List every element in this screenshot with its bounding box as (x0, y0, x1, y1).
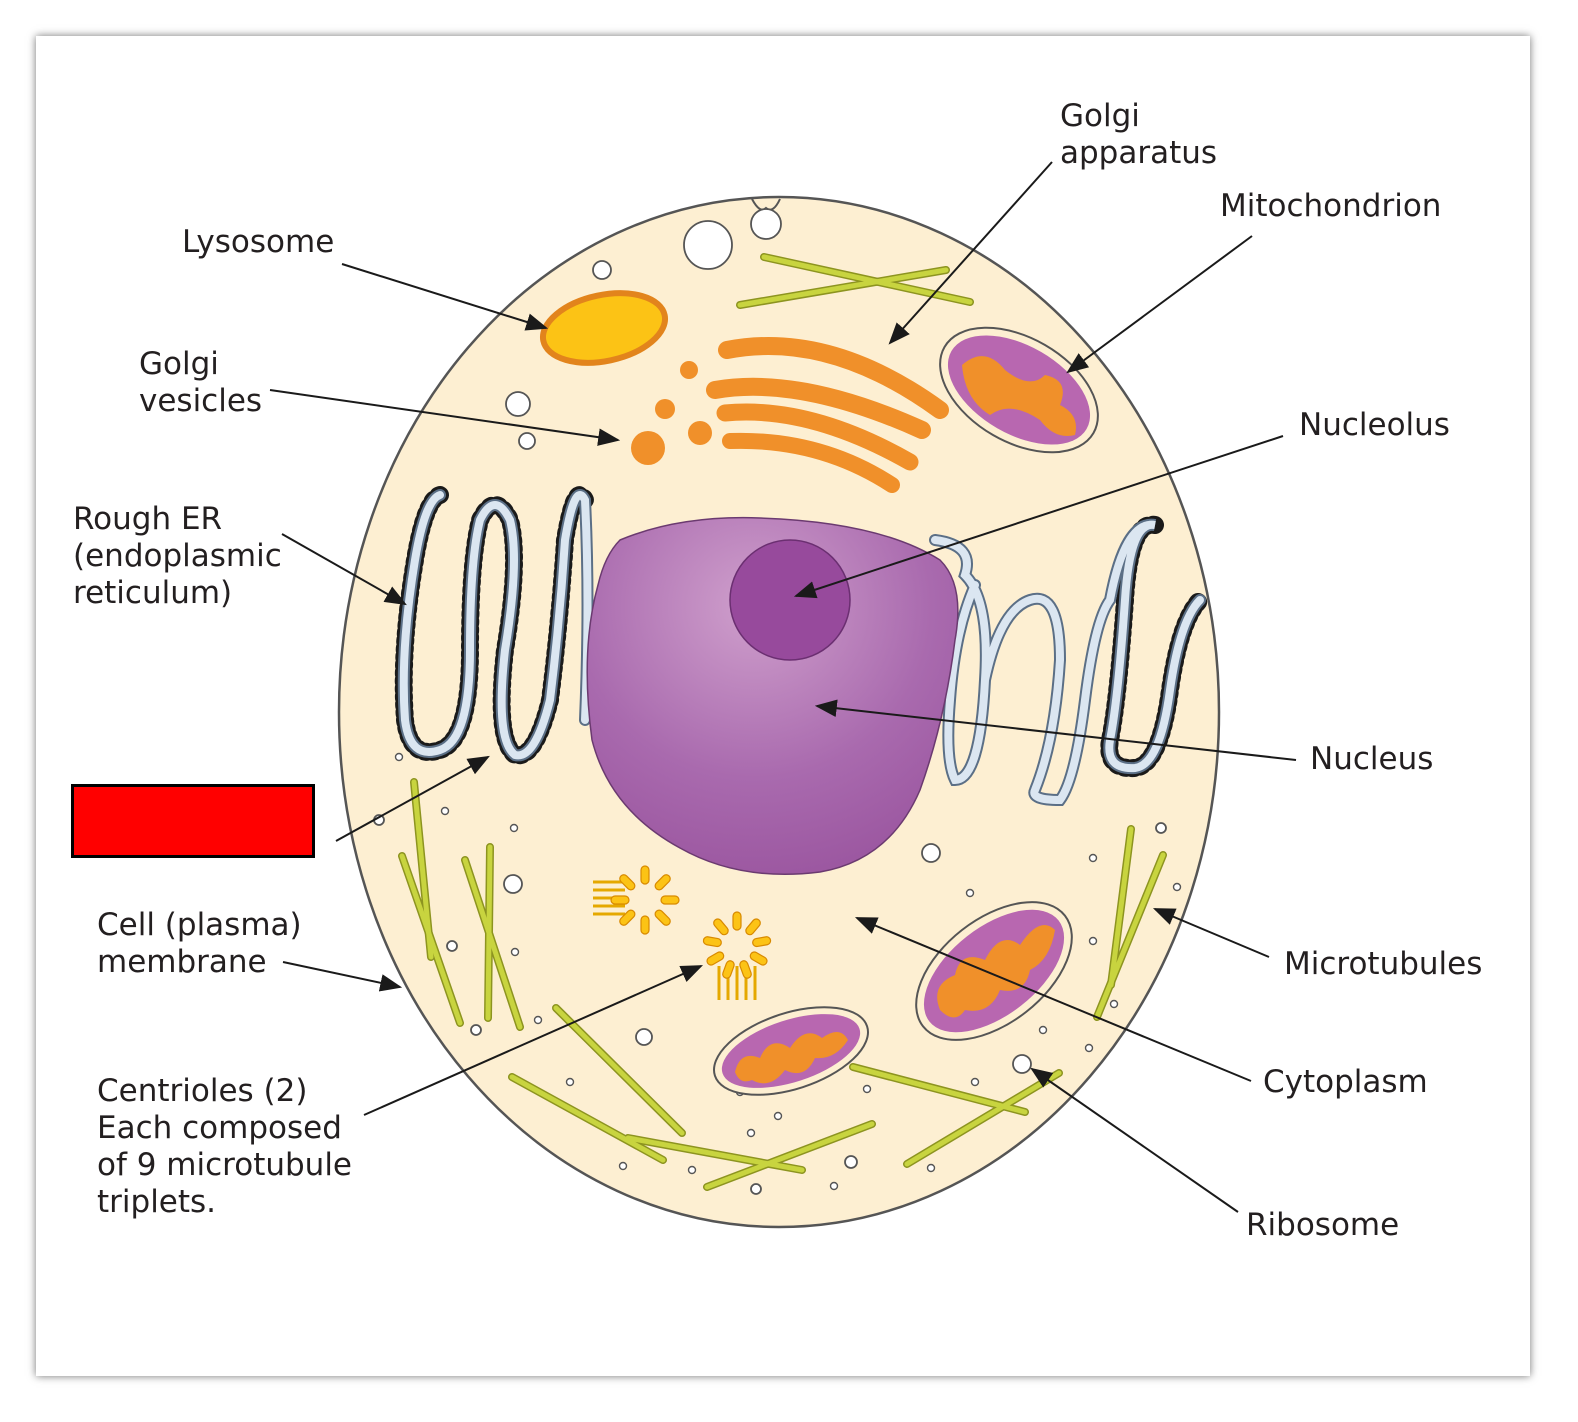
redacted-label-box (71, 784, 315, 858)
label-lysosome: Lysosome (182, 224, 335, 260)
label-mitochondrion: Mitochondrion (1220, 188, 1442, 224)
label-cytoplasm: Cytoplasm (1263, 1064, 1428, 1100)
label-nucleolus: Nucleolus (1299, 407, 1450, 443)
leader-lines (269, 161, 1297, 1213)
nucleus (586, 516, 959, 876)
leader-cytoplasm (854, 917, 1252, 1082)
golgi-apparatus (706, 337, 949, 493)
leader-mitochondrion (1066, 235, 1253, 374)
label-microtubules: Microtubules (1284, 946, 1483, 982)
membrane-invagination (751, 198, 781, 211)
leader-golgi-apparatus (888, 161, 1053, 345)
centriole-right (702, 911, 772, 1000)
centriole-left (593, 865, 680, 935)
lysosome (539, 290, 669, 366)
leader-microtubules (1152, 908, 1270, 958)
rough-er-left (394, 486, 594, 765)
nucleolus (729, 539, 851, 661)
golgi-vesicles (631, 361, 712, 465)
label-rough-er: Rough ER (endoplasmic reticulum) (73, 501, 282, 611)
microtubules-fill (399, 254, 1166, 1190)
rough-er-right (929, 515, 1209, 807)
label-nucleus: Nucleus (1310, 741, 1434, 777)
leader-lysosome (341, 263, 549, 331)
mitochondrion-right (915, 901, 1073, 1041)
label-cell-membrane: Cell (plasma) membrane (97, 907, 302, 980)
leader-rough-er (281, 533, 407, 606)
mitochondrion-top (939, 326, 1099, 454)
leader-nucleus (814, 699, 1297, 761)
label-golgi-apparatus: Golgi apparatus (1060, 98, 1218, 171)
label-golgi-vesicles: Golgi vesicles (139, 346, 263, 419)
label-centrioles: Centrioles (2) Each composed of 9 microt… (97, 1073, 353, 1220)
leader-ribosome (1030, 1067, 1239, 1213)
leader-centrioles (363, 965, 704, 1116)
vesicles (373, 208, 1167, 1195)
leader-nucleolus (793, 435, 1284, 599)
leader-cell-membrane (282, 961, 403, 992)
leader-golgi-vesicles (269, 389, 621, 446)
label-ribosome: Ribosome (1246, 1207, 1400, 1243)
mitochondrion-bottom (713, 1006, 869, 1096)
leader-redacted (335, 755, 490, 842)
